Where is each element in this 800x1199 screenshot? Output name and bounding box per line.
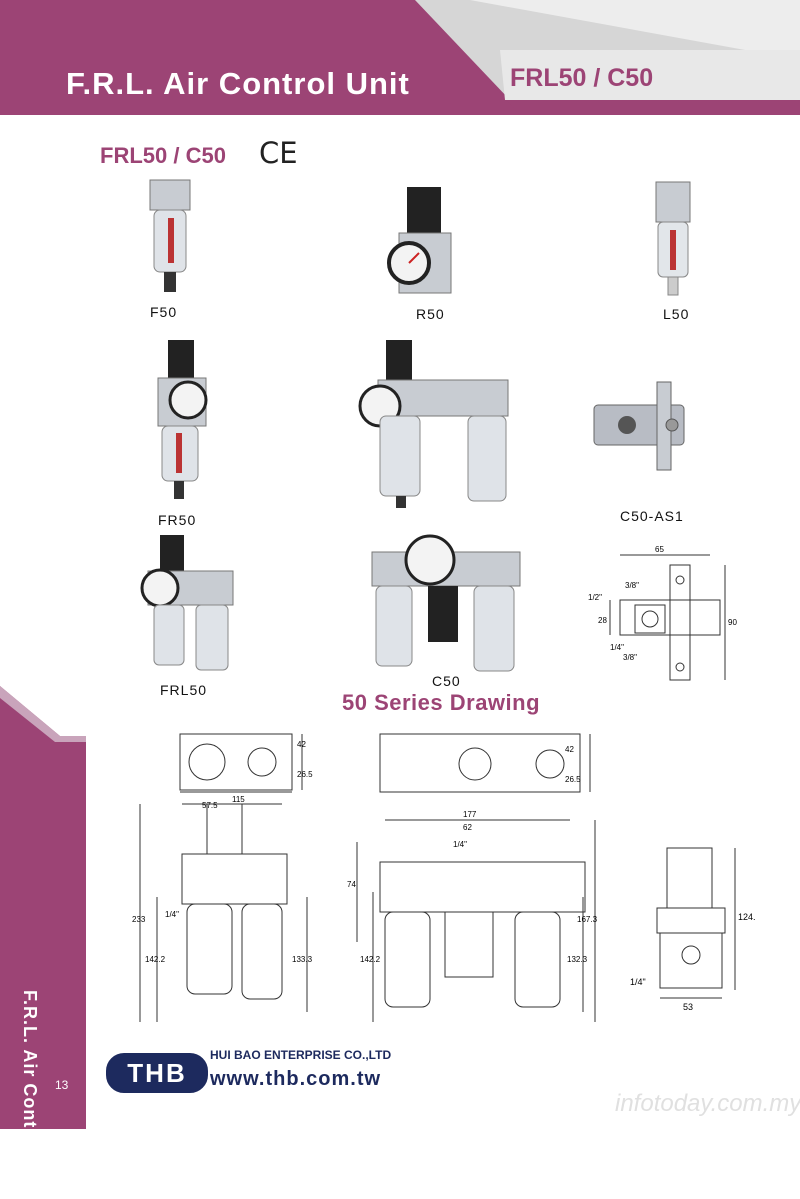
label-f50: F50 <box>150 304 178 320</box>
regulator-drawing: 124.5 53 1/4" <box>630 847 755 1012</box>
c50-dim-142-2: 142.2 <box>360 955 381 964</box>
bracket-drawing: 65 90 28 1/2" 3/8" 1/4" 3/8" <box>588 545 737 681</box>
dim-65: 65 <box>655 545 664 554</box>
frl-dim-26-5: 26.5 <box>297 770 313 779</box>
c50-dim-177: 177 <box>463 810 477 819</box>
frl-dim-233: 233 <box>132 915 146 924</box>
section-title: FRL50 / C50 <box>100 143 226 168</box>
dim-port-d: 3/8" <box>623 653 637 662</box>
frl-dim-115: 115 <box>232 795 245 804</box>
frl50-image <box>140 535 234 671</box>
c50-dim-42: 42 <box>565 745 574 754</box>
company-name: HUI BAO ENTERPRISE CO.,LTD <box>210 1048 392 1062</box>
c50-dim-167-3: 167.3 <box>577 915 598 924</box>
frl-dim-57-5: 57.5 <box>202 801 218 810</box>
label-fr50: FR50 <box>158 512 197 528</box>
frl-drawing: 115 42 26.5 57.5 233 142.2 133.3 1/4" <box>132 733 313 1022</box>
dim-port-b: 3/8" <box>625 581 639 590</box>
label-r50: R50 <box>416 306 445 322</box>
c50-dim-port: 1/4" <box>453 840 467 849</box>
label-l50: L50 <box>663 306 690 322</box>
c50-dim-26-5: 26.5 <box>565 775 581 784</box>
c50-image <box>371 534 521 672</box>
frl-dim-port: 1/4" <box>165 910 179 919</box>
header-banner <box>0 0 800 115</box>
dim-28: 28 <box>598 616 607 625</box>
r50-image <box>387 187 452 294</box>
page-title: F.R.L. Air Control Unit <box>66 66 410 101</box>
frl-dim-42: 42 <box>297 740 306 749</box>
thb-logo: THB <box>106 1053 208 1093</box>
c50-dim-132-3: 132.3 <box>567 955 588 964</box>
dim-port-c: 1/4" <box>610 643 624 652</box>
label-frl50: FRL50 <box>160 682 208 698</box>
c50-dim-74: 74 <box>347 880 356 889</box>
frl-dim-142-2: 142.2 <box>145 955 166 964</box>
fr50-image <box>157 340 208 499</box>
label-c50: C50 <box>432 673 461 689</box>
side-band <box>0 686 86 1129</box>
frl-combo-image <box>358 340 509 508</box>
reg-dim-124-5: 124.5 <box>738 912 755 922</box>
dim-port-a: 1/2" <box>588 593 602 602</box>
c50-as1-image <box>593 381 685 471</box>
c50-dim-62: 62 <box>463 823 472 832</box>
watermark: infotoday.com.my <box>615 1090 800 1117</box>
frl-dim-133-3: 133.3 <box>292 955 313 964</box>
c50-drawing: 177 62 42 26.5 1/4" 74 142.2 132.3 167.3 <box>347 733 598 1022</box>
model-code: FRL50 / C50 <box>510 64 654 92</box>
l50-image <box>655 181 691 296</box>
side-label: F.R.L. Air Control Unit <box>20 990 40 1199</box>
website-url[interactable]: www.thb.com.tw <box>210 1068 382 1090</box>
reg-dim-53: 53 <box>683 1002 693 1012</box>
ce-mark: CE <box>259 136 298 170</box>
label-c50-as1: C50-AS1 <box>620 508 684 524</box>
drawing-title: 50 Series Drawing <box>342 690 541 715</box>
dim-90: 90 <box>728 618 737 627</box>
page-number: 13 <box>55 1078 69 1092</box>
reg-dim-port: 1/4" <box>630 977 646 987</box>
f50-image <box>149 179 191 292</box>
